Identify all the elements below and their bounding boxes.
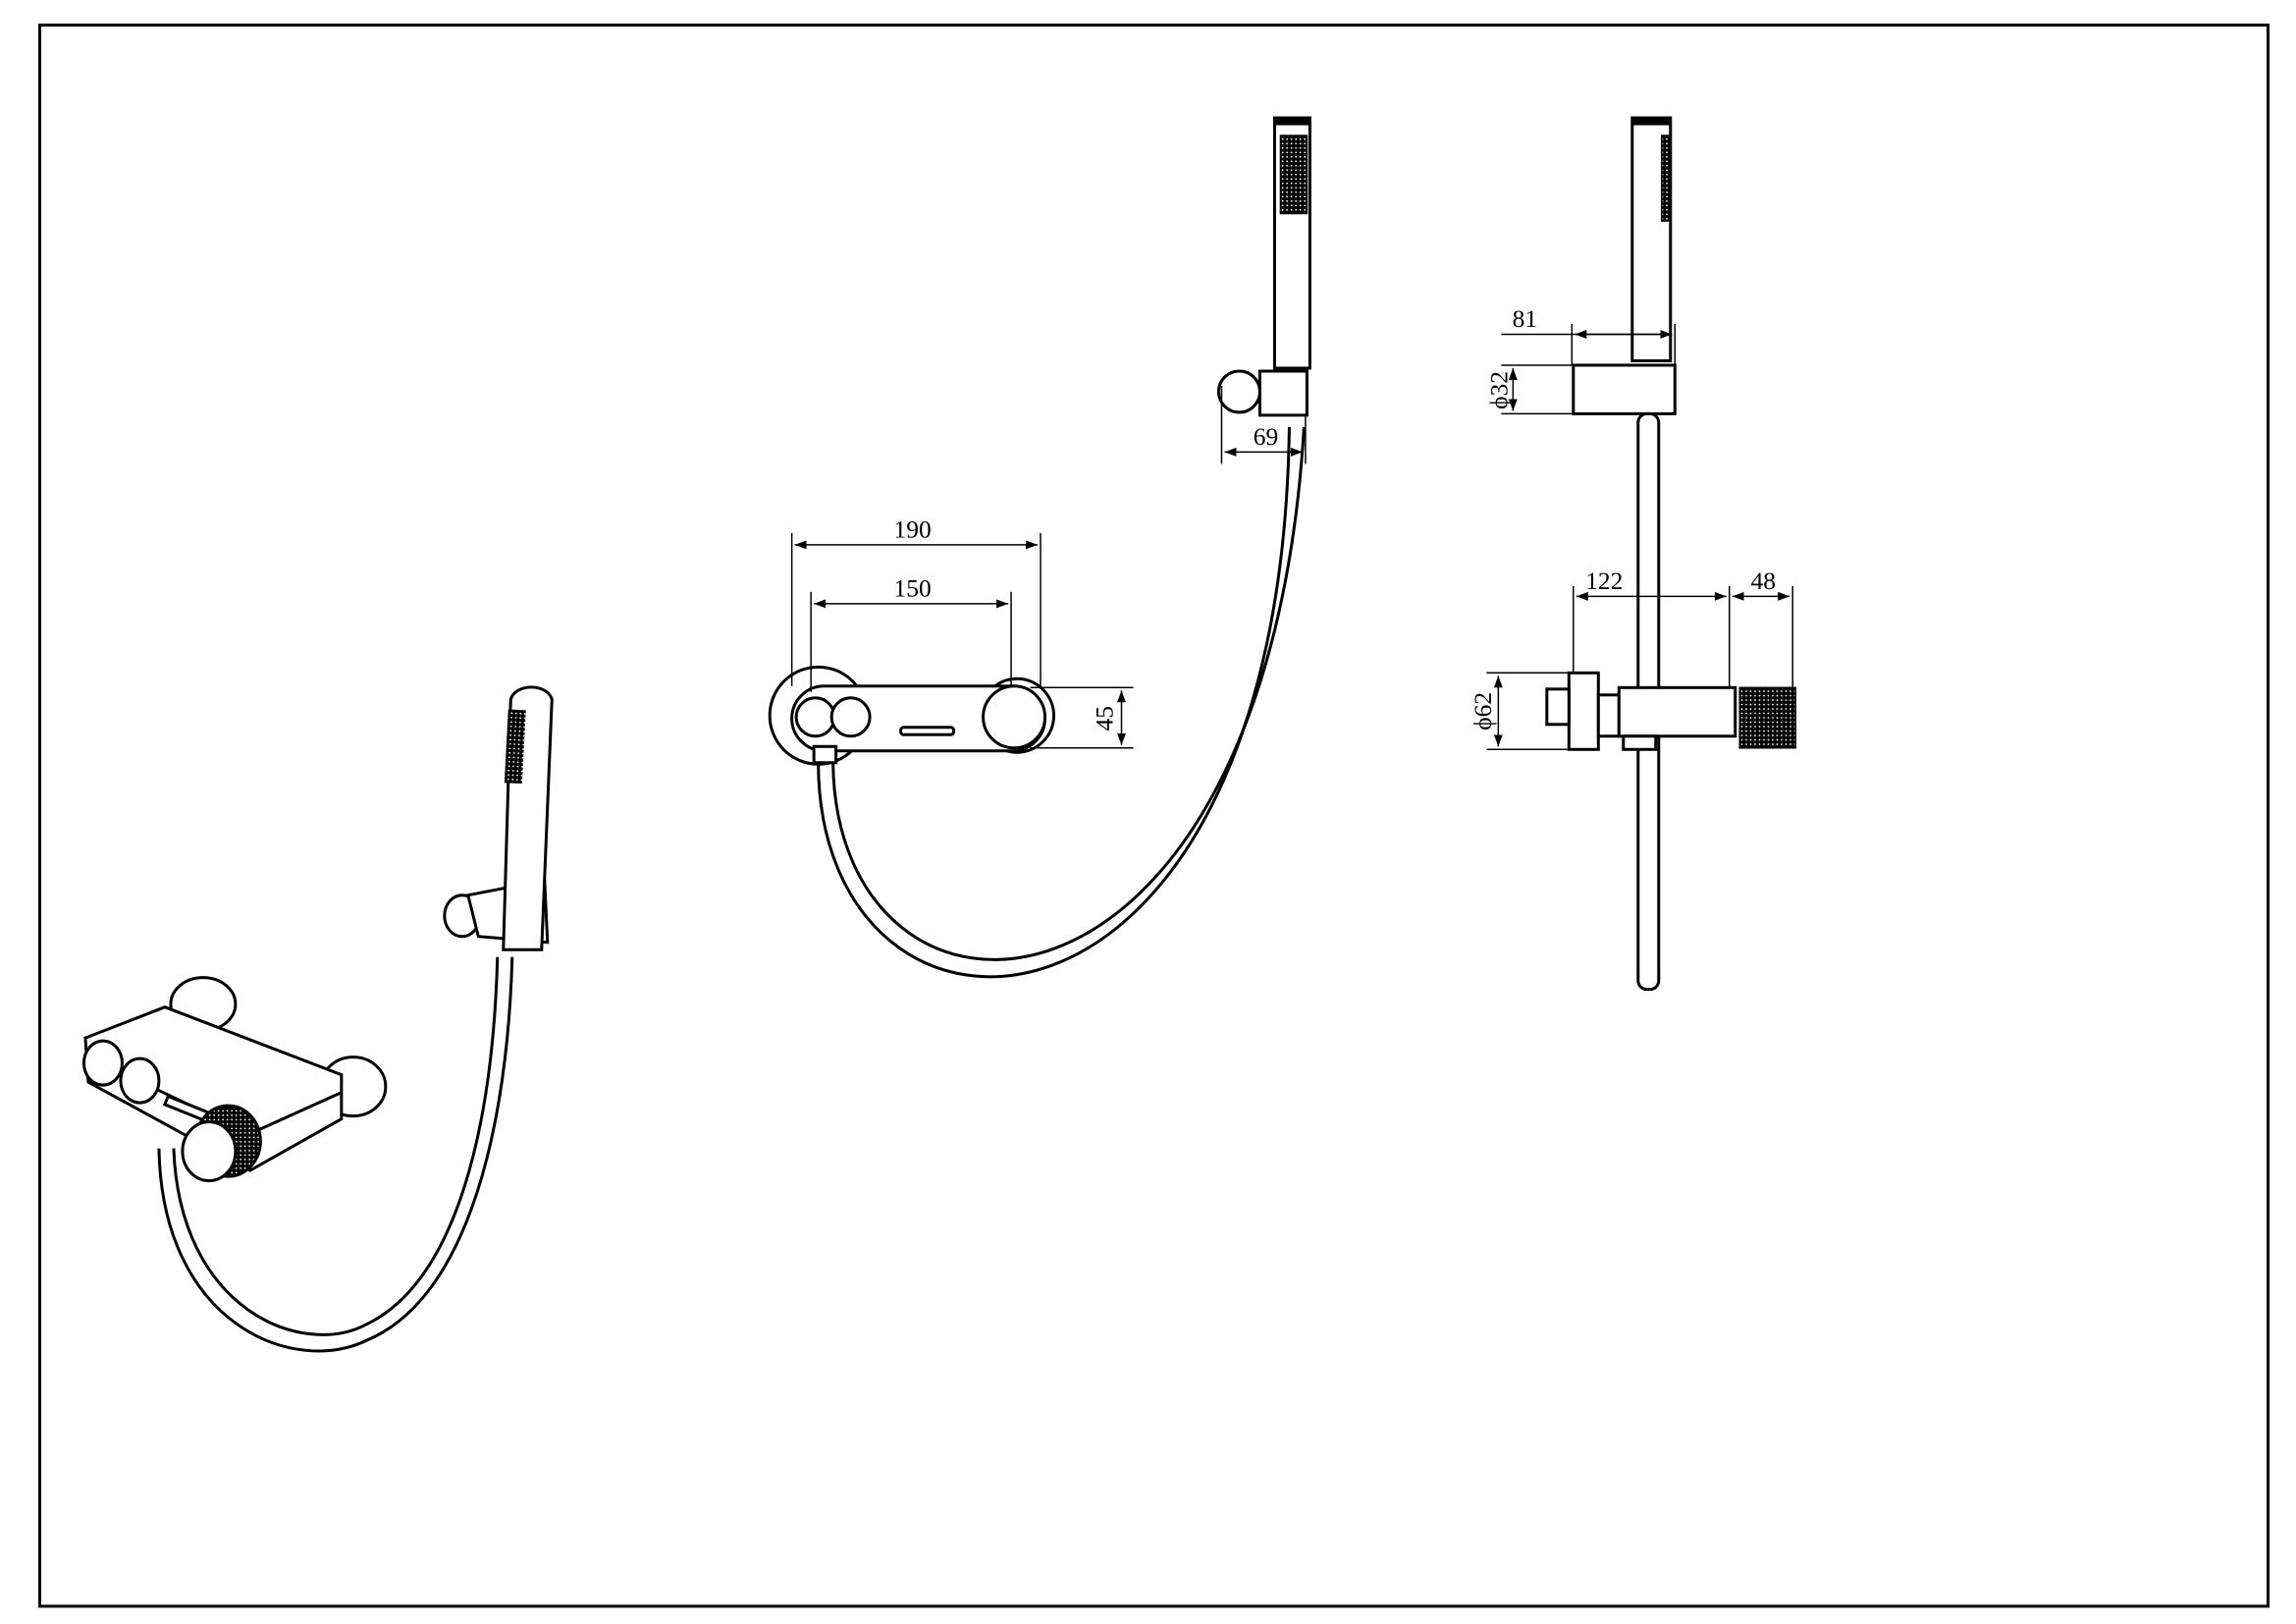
holder-front	[1257, 369, 1308, 417]
dim-45: 45	[1091, 706, 1119, 731]
hose-isometric	[157, 956, 514, 1353]
isometric-view	[81, 685, 554, 1353]
dim-phi62: ϕ62	[1468, 692, 1497, 731]
dim-48: 48	[1750, 567, 1775, 595]
dim-69: 69	[1254, 422, 1278, 451]
hose-front	[817, 426, 1291, 979]
dim-150: 150	[894, 573, 932, 602]
knob-1	[81, 1039, 124, 1087]
wall-flange	[1567, 671, 1600, 751]
knob-2-front	[829, 696, 872, 738]
holder-side	[1572, 363, 1677, 415]
side-view: 81 ϕ32 122 48 ϕ62	[1468, 116, 1796, 992]
mixer-body-side	[1617, 685, 1737, 738]
dim-81: 81	[1513, 304, 1537, 333]
knob-1-front	[794, 696, 836, 738]
knurled-knob-side	[1738, 686, 1796, 749]
mixer-body	[83, 1005, 344, 1172]
front-view: 190 150 45 69	[768, 116, 1311, 979]
dim-phi32: ϕ32	[1484, 371, 1513, 409]
holder-knob-front	[1216, 369, 1261, 414]
knob-2	[119, 1056, 161, 1105]
dim-190: 190	[894, 514, 932, 543]
dim-122: 122	[1585, 567, 1623, 595]
drawing-border	[37, 24, 2270, 1608]
knob-right-front	[982, 684, 1047, 750]
